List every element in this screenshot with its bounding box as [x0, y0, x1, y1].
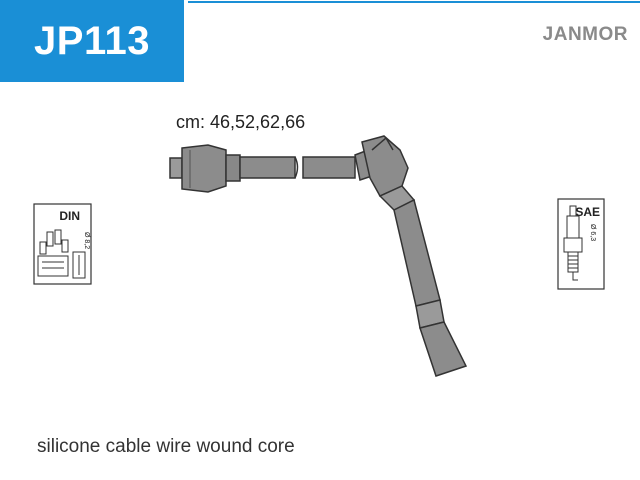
cable-lengths: cm: 46,52,62,66	[176, 112, 306, 132]
cable-segment-left	[239, 156, 296, 179]
part-code-badge: JP113	[0, 0, 184, 82]
part-code: JP113	[34, 18, 150, 63]
spark-plug-icon: SAE Ø 6,3	[557, 198, 605, 290]
distributor-cap-icon: DIN Ø 8,2	[33, 203, 92, 285]
distributor-boot	[169, 144, 241, 193]
din-diameter-label: Ø 8,2	[83, 232, 90, 249]
product-description: silicone cable wire wound core	[37, 436, 295, 457]
header-rule	[188, 1, 640, 3]
cable-segment-right	[302, 156, 356, 179]
sae-standard-label: SAE	[575, 205, 600, 219]
sae-diameter-label: Ø 6,3	[589, 224, 596, 241]
spark-plug-boot	[354, 135, 468, 377]
din-standard-label: DIN	[59, 209, 80, 223]
brand-name: JANMOR	[542, 24, 628, 45]
